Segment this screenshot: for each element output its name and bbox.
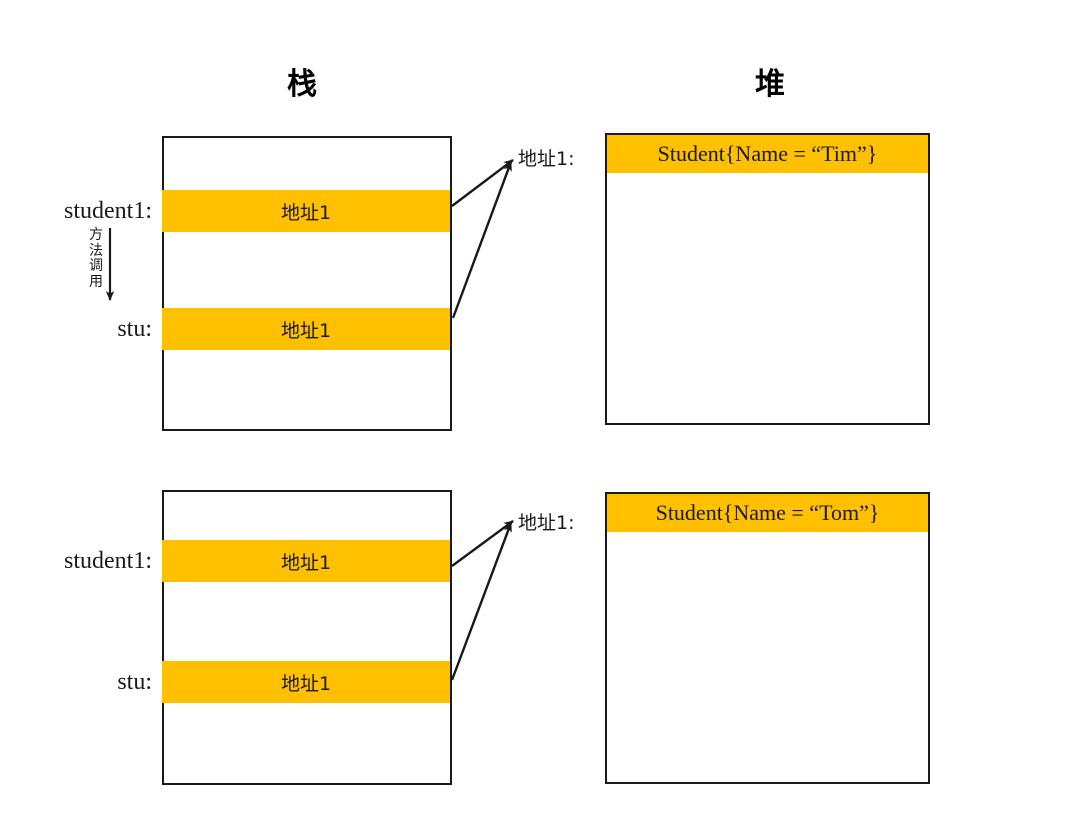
heap-title: 堆: [755, 67, 785, 102]
stack-slot-student1-before[interactable]: 地址1: [162, 190, 450, 232]
heap-object-after[interactable]: Student{Name = “Tom”}: [607, 494, 928, 532]
method-call-char-1: 方: [89, 227, 103, 243]
method-call-char-3: 调: [89, 258, 103, 274]
stack-title: 栈: [287, 67, 317, 102]
method-call-char-4: 用: [89, 273, 103, 290]
method-call-char-2: 法: [89, 242, 103, 259]
heap-address-label-after: 地址1:: [518, 512, 575, 534]
stack-slot-stu-before[interactable]: 地址1: [162, 308, 450, 350]
stack-box-after: [162, 490, 452, 785]
stack-slot-student1-after[interactable]: 地址1: [162, 540, 450, 582]
stack-slot-stu-after[interactable]: 地址1: [162, 661, 450, 703]
method-call-annotation: 方 法 调 用: [88, 227, 104, 290]
arrow-stu-to-heap-after: [450, 522, 513, 681]
arrow-student1-to-heap-after: [451, 520, 514, 567]
heap-box-before: [605, 133, 930, 425]
stack-box-before: [162, 136, 452, 431]
heap-address-label-before: 地址1:: [518, 148, 575, 170]
arrow-stu-to-heap-before: [451, 161, 513, 319]
heap-object-before[interactable]: Student{Name = “Tim”}: [607, 135, 928, 173]
heap-box-after: [605, 492, 930, 784]
arrow-student1-to-heap-before: [451, 159, 514, 207]
stack-label-student1-after: student1:: [64, 548, 152, 574]
stack-label-stu-after: stu:: [117, 669, 152, 695]
stack-label-student1-before: student1:: [64, 198, 152, 224]
stack-label-stu-before: stu:: [117, 316, 152, 342]
